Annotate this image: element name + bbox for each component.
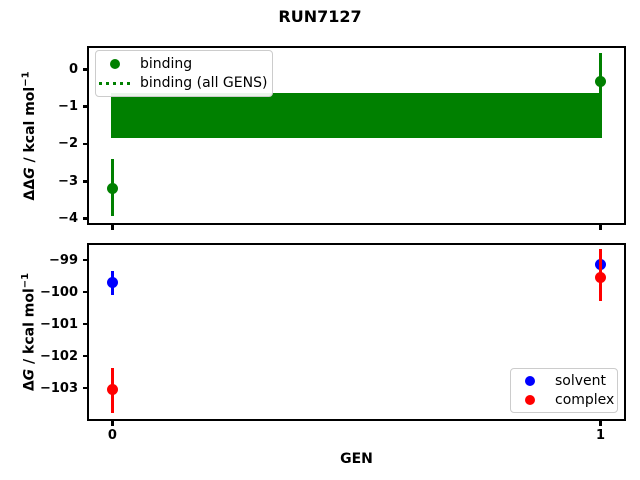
binding-plot-binding-point — [595, 76, 607, 88]
binding-plot-ytick-label: 0 — [68, 61, 78, 77]
legend-dot-icon — [96, 59, 134, 69]
dg-plot-solvent-point — [106, 276, 118, 288]
dg-plot-xtick — [111, 421, 114, 426]
figure-title: RUN7127 — [278, 7, 362, 26]
legend-label: binding — [140, 56, 193, 72]
binding-plot-xtick — [599, 225, 602, 230]
legend-dot-icon — [511, 376, 549, 387]
legend-label: solvent — [555, 373, 607, 390]
dg-plot-ytick-label: −99 — [49, 252, 78, 268]
dot-glyph — [525, 394, 535, 405]
dg-plot-ytick-label: −100 — [39, 284, 78, 300]
binding-plot-ytick — [82, 180, 87, 183]
binding-plot-ytick — [82, 142, 87, 146]
binding-plot-frame — [87, 46, 626, 225]
dg-plot-ytick — [82, 290, 87, 294]
legend-entry: complex — [511, 392, 614, 408]
dg-plot-xtick-label: 0 — [107, 428, 117, 443]
dg-plot-xtick — [599, 421, 602, 426]
ylabel-prefix: ΔΔ — [21, 178, 38, 201]
dg-plot-xtick-label: 1 — [596, 428, 606, 443]
binding-plot-ytick-label: −4 — [58, 211, 78, 227]
ylabel-exponent: −1 — [20, 70, 31, 87]
dg-plot-xlabel: GEN — [340, 451, 373, 467]
dotted-line-glyph — [99, 81, 131, 85]
binding-plot-binding-point — [106, 183, 118, 195]
dg-plot-ytick-label: −102 — [39, 348, 78, 364]
binding-plot-ytick — [82, 105, 87, 108]
legend-dotted-line-icon — [96, 81, 134, 85]
dg-plot-ytick — [82, 322, 87, 326]
dg-plot-ylabel: ΔG / kcal mol−1 — [17, 244, 38, 420]
legend-entry: binding (all GENS) — [96, 75, 268, 91]
ylabel-prefix: Δ — [21, 380, 38, 392]
legend-dot-icon — [511, 394, 549, 405]
dg-plot-frame — [87, 243, 626, 421]
legend-label: complex — [555, 391, 615, 408]
binding-plot-ytick-label: −1 — [58, 99, 78, 115]
legend-entry: binding — [96, 56, 264, 72]
binding-plot-legend: binding binding (all GENS) — [95, 50, 273, 97]
legend-entry: solvent — [511, 373, 609, 389]
legend-label: binding (all GENS) — [140, 75, 268, 91]
dg-plot-ytick — [82, 258, 87, 262]
binding-plot-ytick-label: −2 — [58, 136, 78, 152]
dg-plot-ytick — [82, 386, 87, 390]
ylabel-unit: / kcal mol — [21, 288, 38, 369]
dg-plot-ytick — [82, 354, 87, 358]
dg-plot-ytick-label: −101 — [39, 316, 78, 332]
dot-glyph — [525, 376, 535, 387]
binding-plot-ytick — [82, 217, 87, 220]
dot-glyph — [110, 59, 120, 69]
dg-plot-ytick-label: −103 — [39, 380, 78, 396]
binding-plot-xtick — [111, 225, 114, 230]
dg-plot-complex-point — [595, 272, 607, 284]
binding-plot-ytick — [82, 68, 87, 71]
binding-plot-ytick-label: −3 — [58, 173, 78, 189]
ylabel-exponent: −1 — [20, 272, 31, 289]
binding-plot-band — [111, 92, 602, 138]
ylabel-unit: / kcal mol — [21, 86, 38, 167]
binding-plot-ylabel: ΔΔG / kcal mol−1 — [17, 47, 38, 224]
ylabel-variable: G — [21, 166, 38, 179]
ylabel-variable: G — [21, 368, 38, 381]
dg-plot-complex-point — [106, 384, 118, 396]
